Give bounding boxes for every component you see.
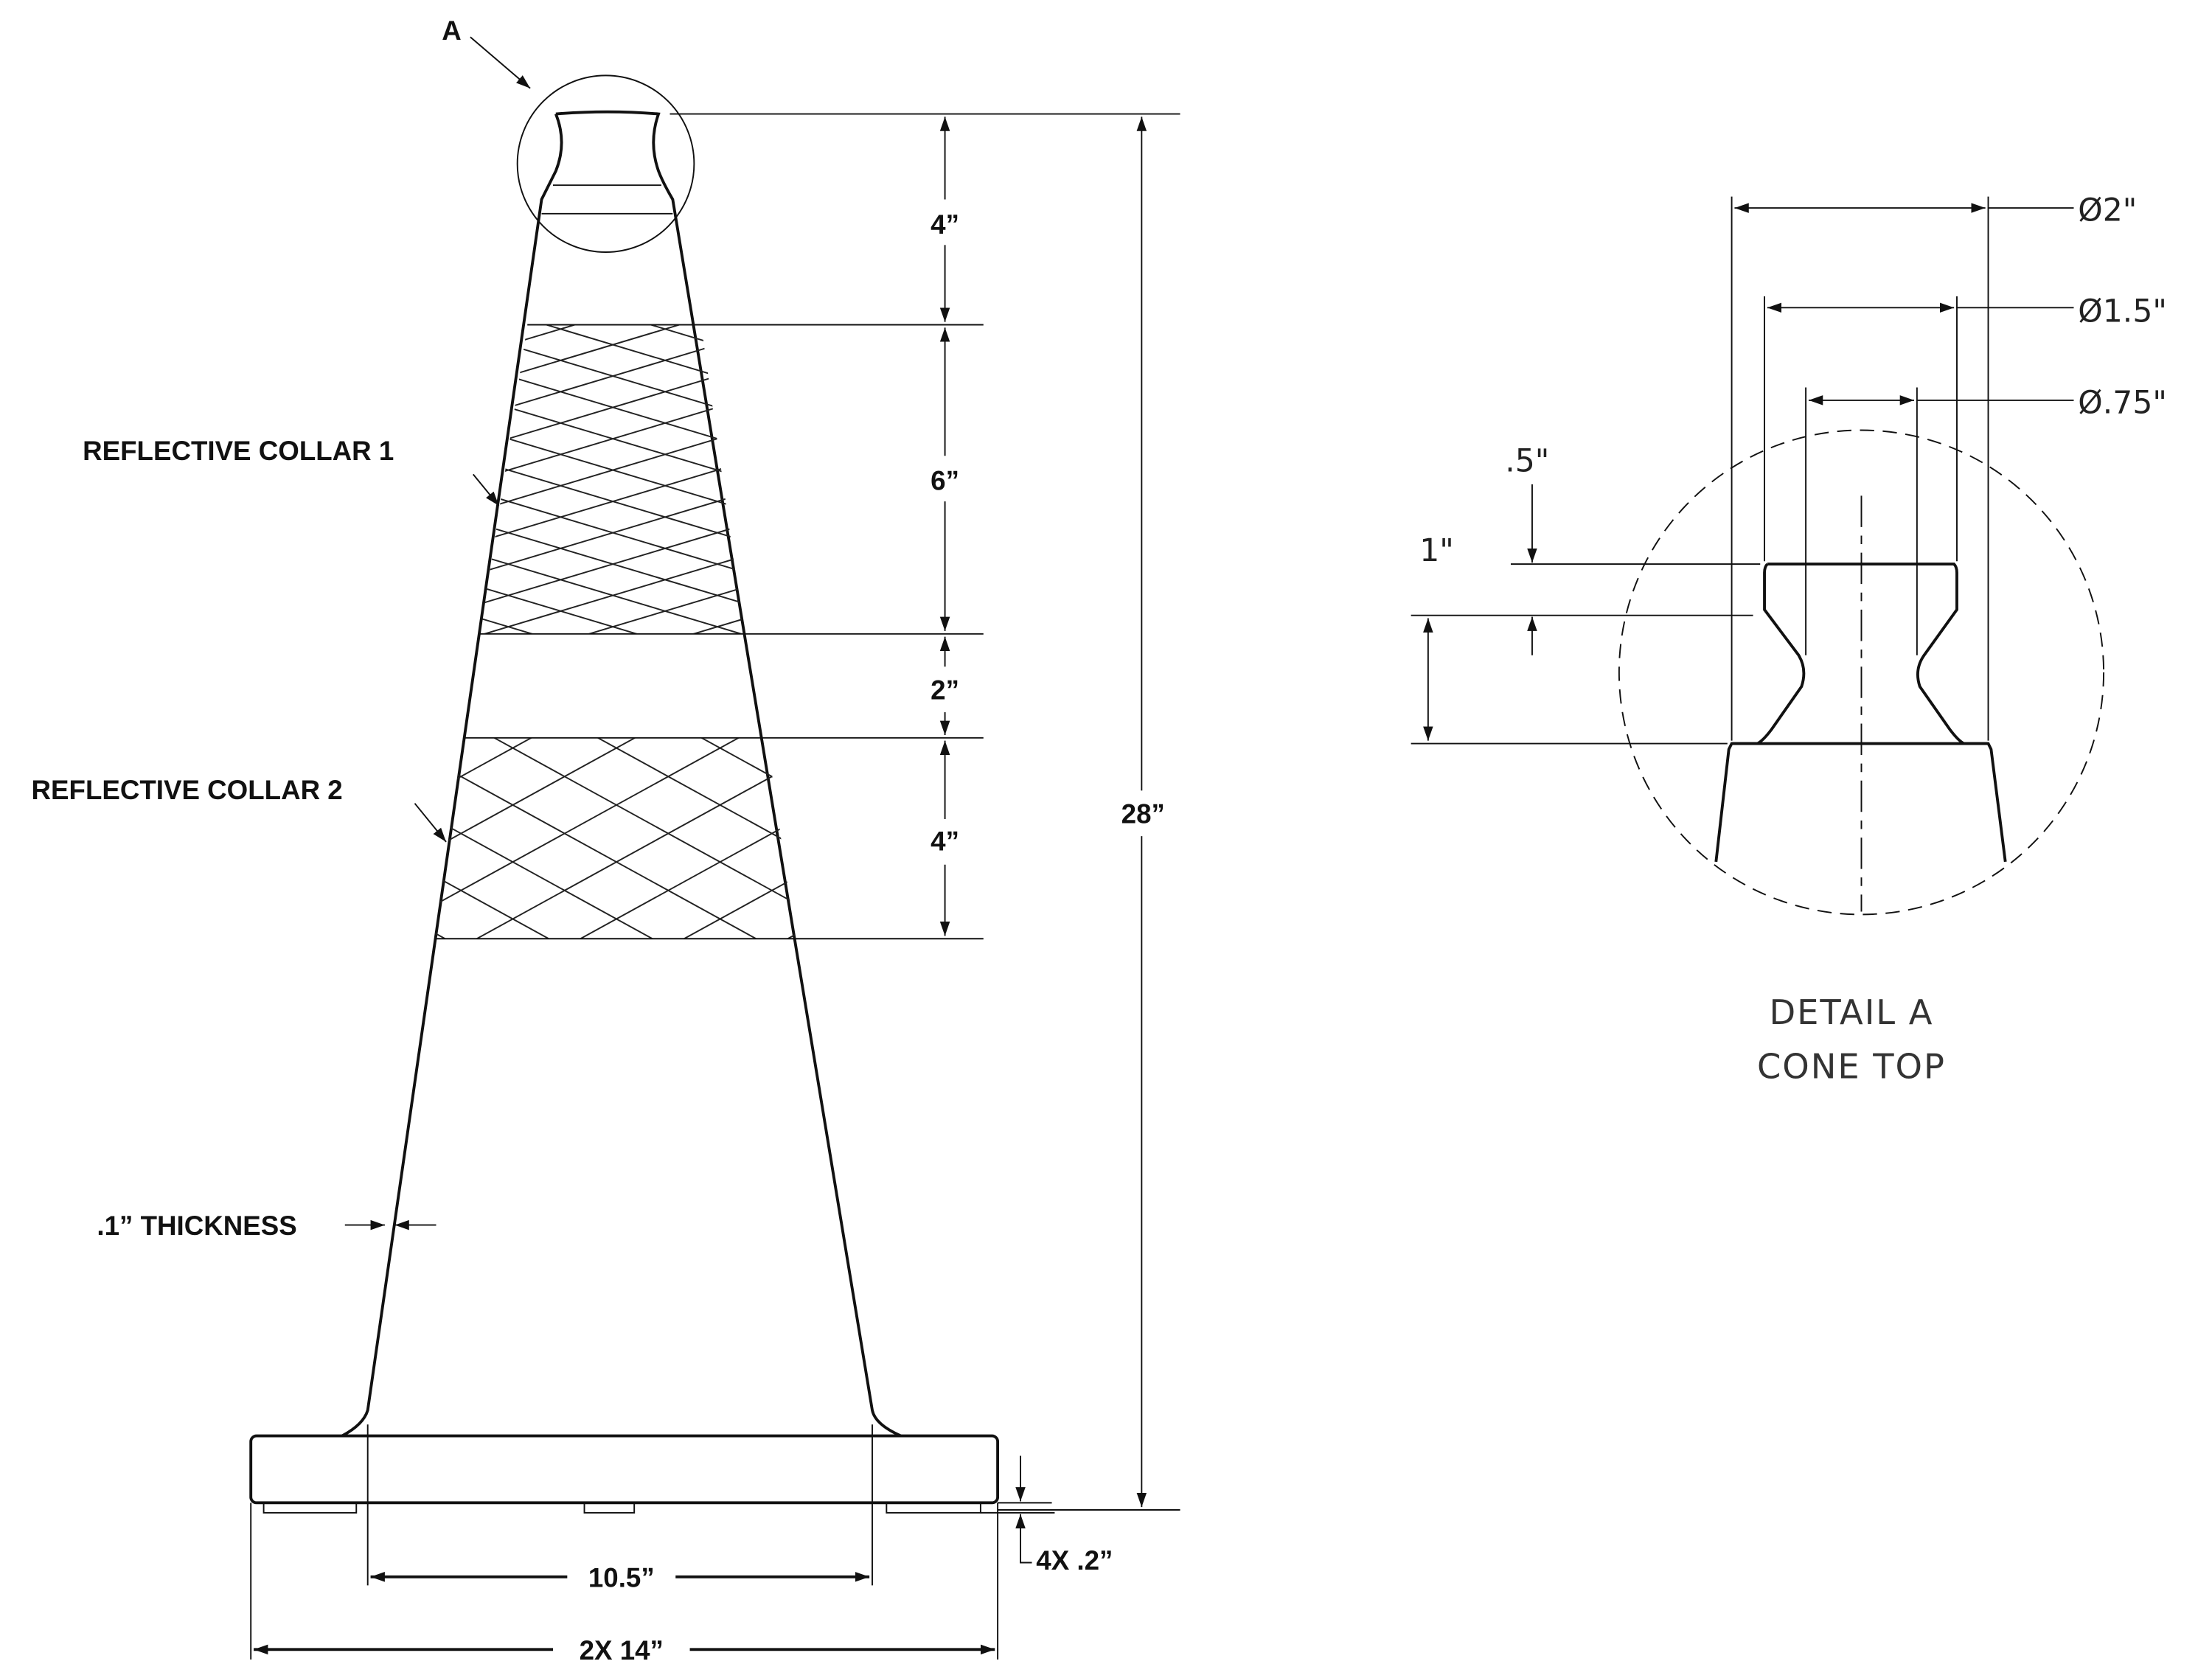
base-dimensions: 10.5” 2X 14” 4X .2” — [250, 1424, 1113, 1668]
dim-gap: 2” — [931, 675, 959, 706]
dim-collar2: 4” — [931, 826, 959, 856]
foot — [886, 1502, 981, 1514]
dim-half-inch: .5" — [1505, 444, 1549, 480]
cone-top-knob — [1714, 563, 2007, 863]
detail-a-callout: A — [442, 15, 462, 46]
hatch-line — [434, 928, 796, 939]
hatch-line — [428, 1043, 805, 1251]
dim-collar1: 6” — [931, 466, 959, 496]
detail-a-view: Ø2" Ø1.5" Ø.75" .5" 1" DETAIL A CONE TOP — [1411, 192, 2167, 1087]
dim-overall-height: 28” — [1121, 799, 1165, 829]
hatch-line — [428, 986, 805, 1194]
hatch-line — [434, 871, 796, 939]
foot — [583, 1502, 636, 1514]
hatch-line — [434, 814, 796, 939]
hatch-line — [480, 324, 745, 357]
hatch-line — [428, 1100, 805, 1308]
dim-inner-base: 10.5” — [588, 1562, 655, 1592]
hatch-line — [480, 583, 745, 634]
detail-subtitle: CONE TOP — [1757, 1047, 1946, 1087]
hatch-line — [428, 1100, 805, 1308]
hatch-line — [480, 324, 745, 389]
dim-top: 4” — [931, 209, 959, 240]
dim-one-inch: 1" — [1419, 533, 1454, 569]
hatch-line — [428, 1043, 805, 1251]
cone-base — [249, 1434, 1000, 1505]
hatch-line — [434, 737, 796, 796]
thickness-label: .1” THICKNESS — [97, 1211, 296, 1241]
collar1-label: REFLECTIVE COLLAR 1 — [83, 436, 394, 466]
hatch-line — [480, 426, 745, 514]
hatch-line — [470, 647, 756, 732]
height-dimensions: 4” 6” 2” 4” 28” — [669, 113, 1180, 1511]
collar2-label: REFLECTIVE COLLAR 2 — [32, 775, 343, 805]
hatch-line — [480, 395, 745, 482]
hatch-line — [480, 324, 745, 357]
hatch-line — [428, 986, 805, 1194]
hatch-line — [480, 551, 745, 634]
reflective-collar-1 — [470, 324, 984, 732]
dim-base-width: 2X 14” — [580, 1635, 664, 1665]
hatch-line — [434, 737, 796, 910]
dia-inner: Ø.75" — [2078, 385, 2167, 421]
detail-title: DETAIL A — [1769, 992, 1933, 1032]
hatch-line — [434, 737, 796, 796]
hatch-line — [470, 647, 756, 732]
hatch-line — [434, 871, 796, 939]
dim-feet: 4X .2” — [1036, 1545, 1113, 1576]
reflective-collar-2 — [428, 737, 984, 1308]
detail-boundary — [1618, 429, 2105, 916]
hatch-line — [480, 614, 745, 634]
dia-mid: Ø1.5" — [2078, 294, 2167, 330]
hatch-line — [434, 928, 796, 939]
dia-outer: Ø2" — [2078, 192, 2137, 229]
hatch-line — [480, 458, 745, 545]
foot — [262, 1502, 358, 1514]
hatch-line — [434, 757, 796, 939]
cone-body — [249, 110, 1000, 1514]
hatch-line — [480, 521, 745, 608]
hatch-line — [480, 489, 745, 577]
detail-a-circle — [516, 74, 695, 253]
hatch-line — [480, 614, 745, 634]
hatch-line — [434, 737, 796, 853]
